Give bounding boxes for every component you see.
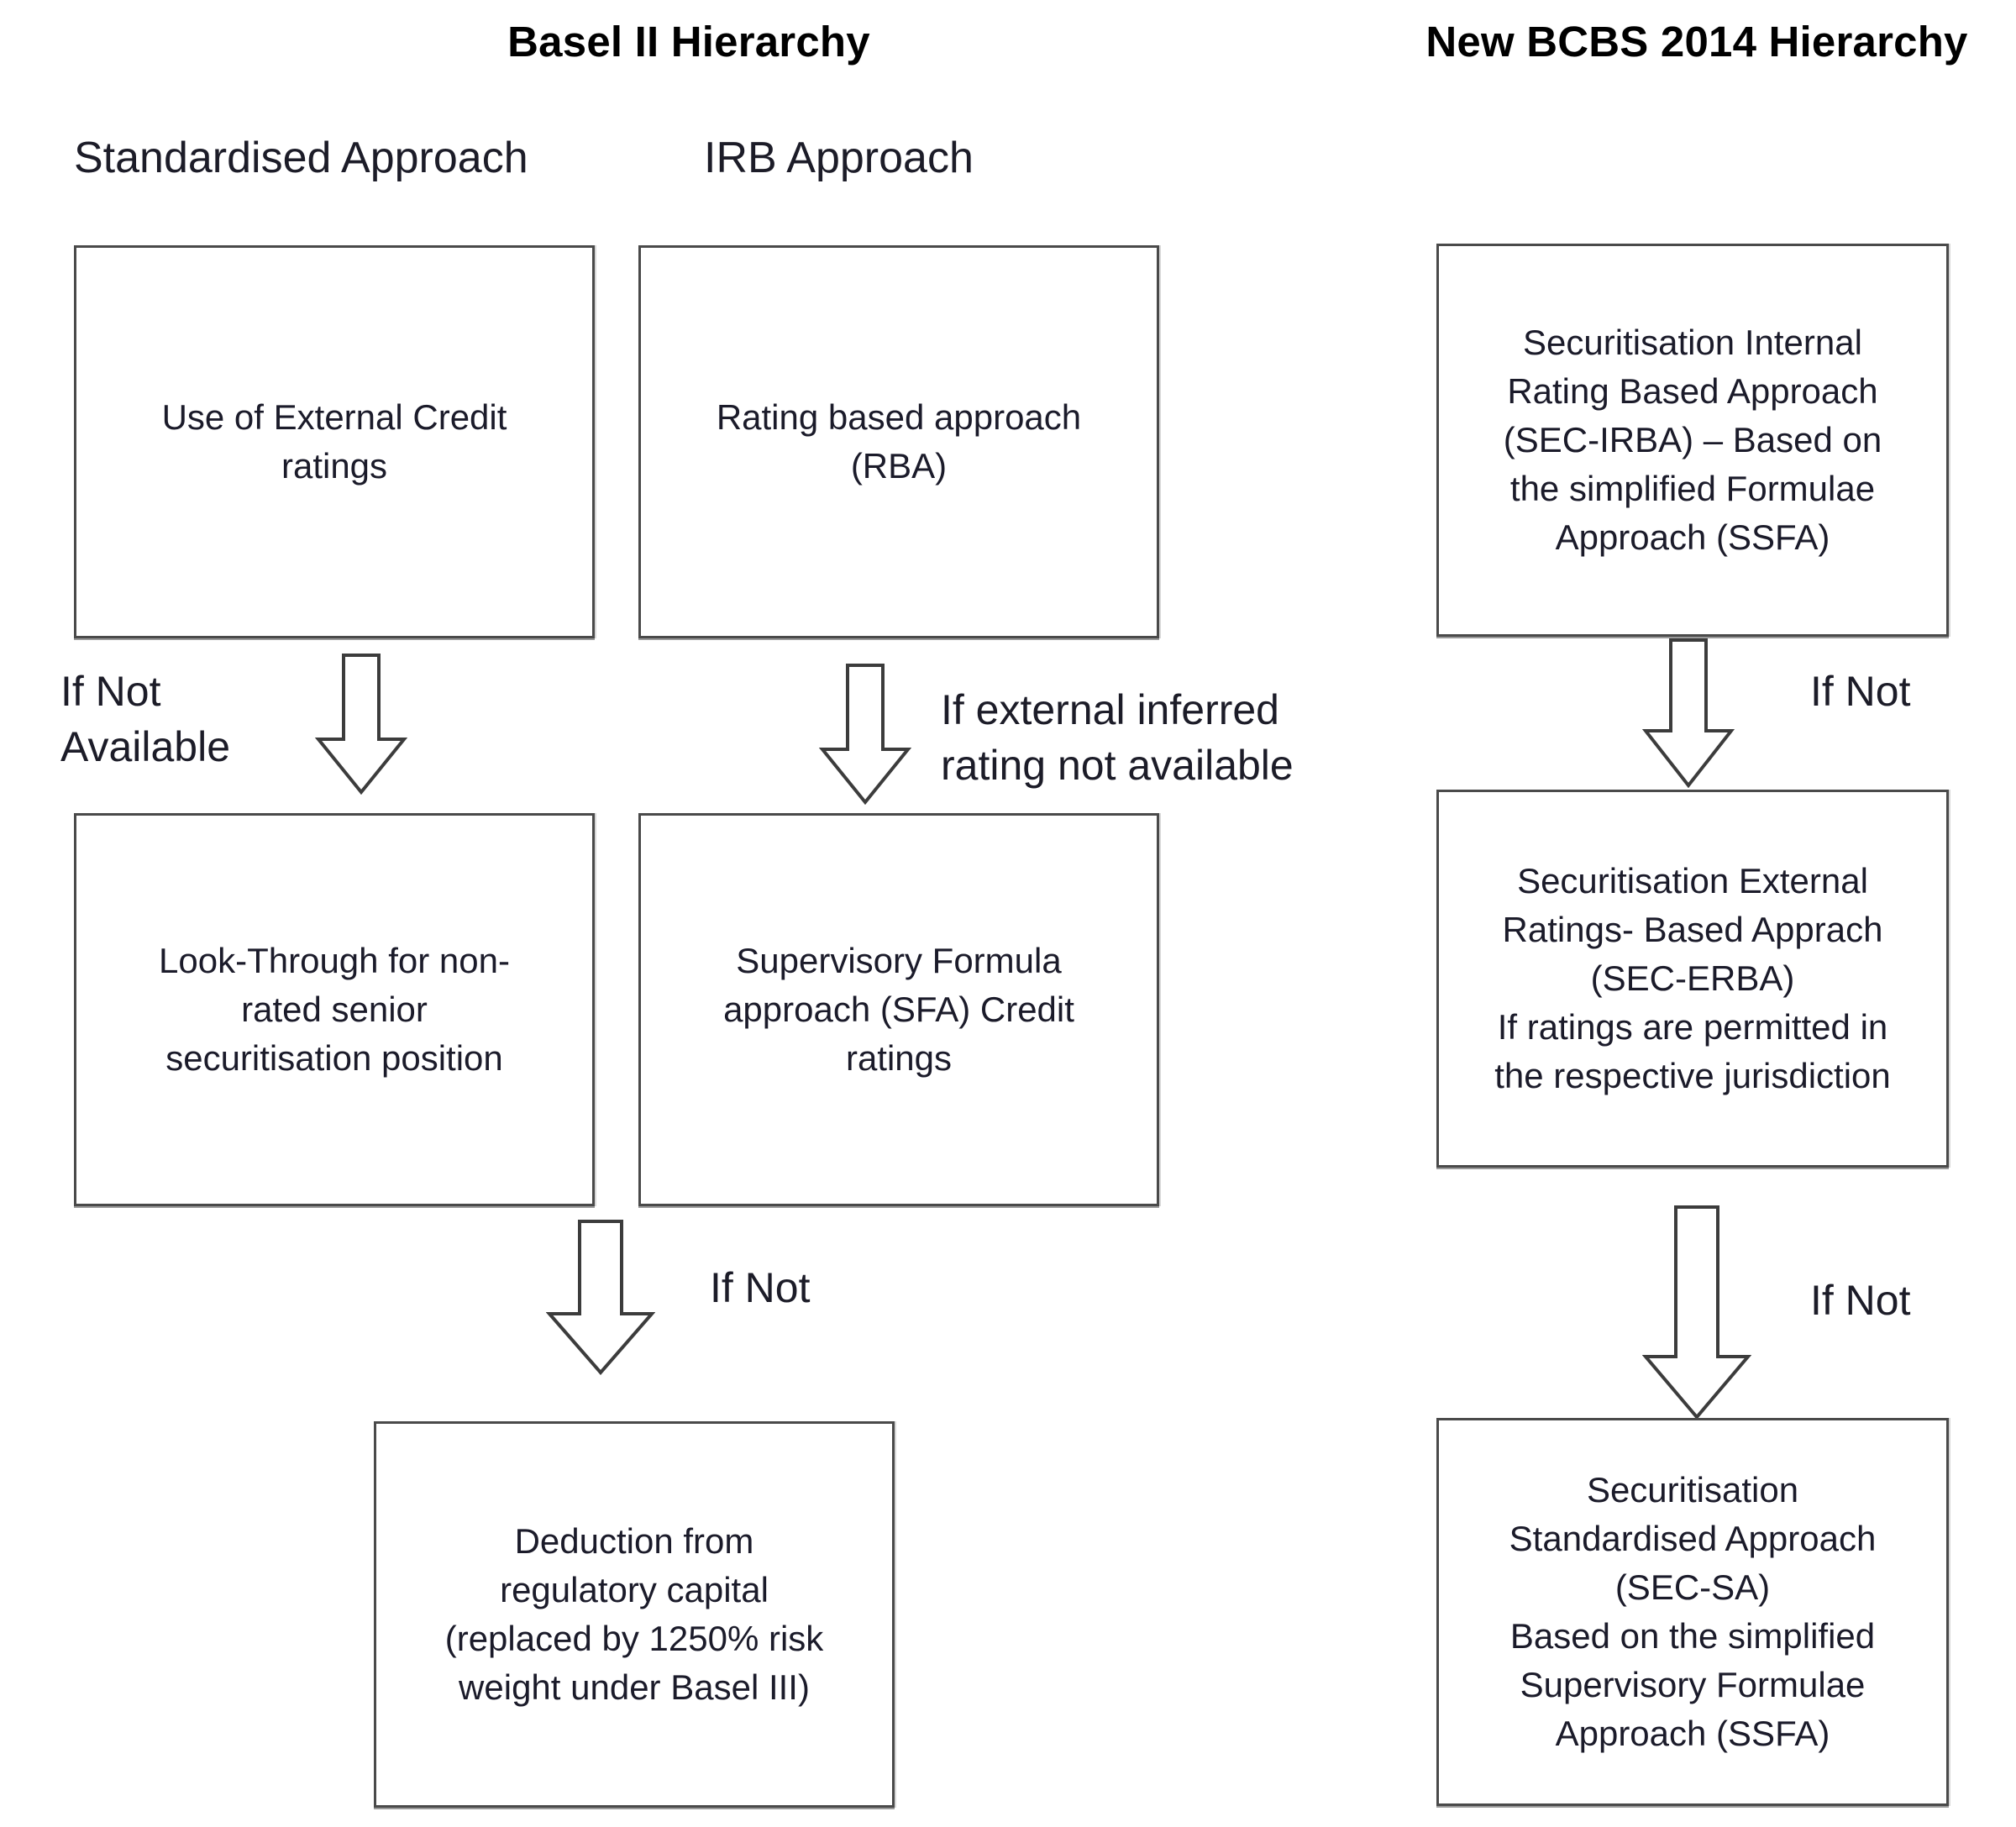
box-deduction-from-regulatory-capital[interactable]: Deduction from regulatory capital (repla…: [374, 1421, 895, 1808]
box-look-through-text: Look-Through for non- rated senior secur…: [159, 941, 510, 1078]
down-arrow-deduction: [546, 1220, 655, 1375]
condition-if-not-left-bottom: If Not: [710, 1264, 811, 1311]
box-look-through[interactable]: Look-Through for non- rated senior secur…: [74, 813, 595, 1206]
condition-if-not-available: If Not Available: [60, 668, 231, 770]
label-irb-approach: IRB Approach: [704, 134, 974, 182]
box-rating-based-approach-text: Rating based approach (RBA): [716, 397, 1082, 486]
condition-if-not-right-top: If Not: [1810, 668, 1911, 715]
box-rating-based-approach[interactable]: Rating based approach (RBA): [638, 245, 1159, 638]
title-new-bcbs-2014-hierarchy: New BCBS 2014 Hierarchy: [1425, 18, 1968, 66]
box-use-of-external-credit-ratings[interactable]: Use of External Credit ratings: [74, 245, 595, 638]
condition-if-external-inferred-rating: If external inferred rating not availabl…: [941, 686, 1294, 789]
down-arrow-irb: [819, 664, 911, 805]
box-use-of-external-credit-ratings-text: Use of External Credit ratings: [161, 397, 507, 486]
box-deduction-from-regulatory-capital-text: Deduction from regulatory capital (repla…: [444, 1521, 824, 1707]
label-standardised-approach: Standardised Approach: [74, 134, 528, 182]
down-arrow-sec-irba: [1642, 638, 1735, 788]
box-supervisory-formula-text: Supervisory Formula approach (SFA) Credi…: [723, 941, 1074, 1078]
condition-if-not-right-bottom: If Not: [1810, 1277, 1911, 1324]
box-sec-sa-text: Securitisation Standardised Approach (SE…: [1509, 1470, 1877, 1753]
down-arrow-sec-sa: [1642, 1205, 1751, 1420]
box-sec-erba-text: Securitisation External Ratings- Based A…: [1494, 861, 1891, 1095]
box-supervisory-formula[interactable]: Supervisory Formula approach (SFA) Credi…: [638, 813, 1159, 1206]
box-sec-erba[interactable]: Securitisation External Ratings- Based A…: [1436, 790, 1949, 1168]
box-sec-sa[interactable]: Securitisation Standardised Approach (SE…: [1436, 1418, 1949, 1806]
title-basel-ii-hierarchy: Basel II Hierarchy: [507, 18, 870, 66]
down-arrow-standardised: [315, 654, 407, 795]
box-sec-irba-text: Securitisation Internal Rating Based App…: [1503, 323, 1882, 557]
box-sec-irba[interactable]: Securitisation Internal Rating Based App…: [1436, 244, 1949, 637]
